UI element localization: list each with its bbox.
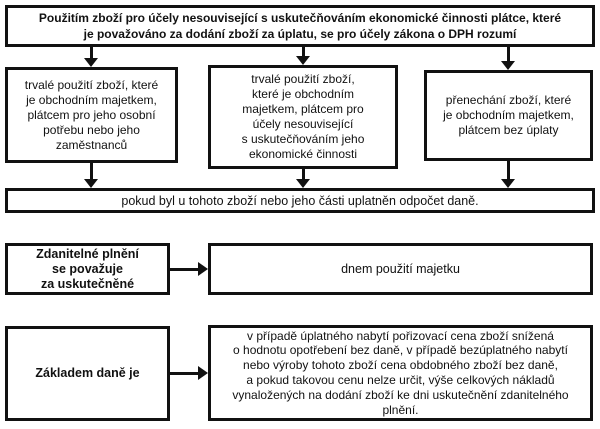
tax-base-label-box: Základem daně je xyxy=(5,326,170,421)
arrow-down-icon xyxy=(500,47,516,70)
arrow-down-icon xyxy=(295,169,311,188)
arrow-down-icon xyxy=(83,163,99,188)
title-box: Použitím zboží pro účely nesouvisející s… xyxy=(5,5,595,47)
branch-box-free-transfer: přenechání zboží, které je obchodním maj… xyxy=(424,70,593,161)
branch-box-non-economic-use: trvalé použití zboží, které je obchodním… xyxy=(208,65,398,169)
tax-base-value-box: v případě úplatného nabytí pořizovací ce… xyxy=(208,325,593,421)
arrow-down-icon xyxy=(83,47,99,67)
taxable-supply-label-box: Zdanitelné plnění se považuje za uskuteč… xyxy=(5,243,170,295)
arrow-right-icon xyxy=(170,365,208,381)
taxable-supply-value-box: dnem použití majetku xyxy=(208,243,593,295)
arrow-down-icon xyxy=(500,161,516,188)
branch-box-personal-use: trvalé použití zboží, které je obchodním… xyxy=(5,67,178,163)
condition-box: pokud byl u tohoto zboží nebo jeho části… xyxy=(5,188,595,213)
arrow-down-icon xyxy=(295,47,311,65)
arrow-right-icon xyxy=(170,261,208,277)
